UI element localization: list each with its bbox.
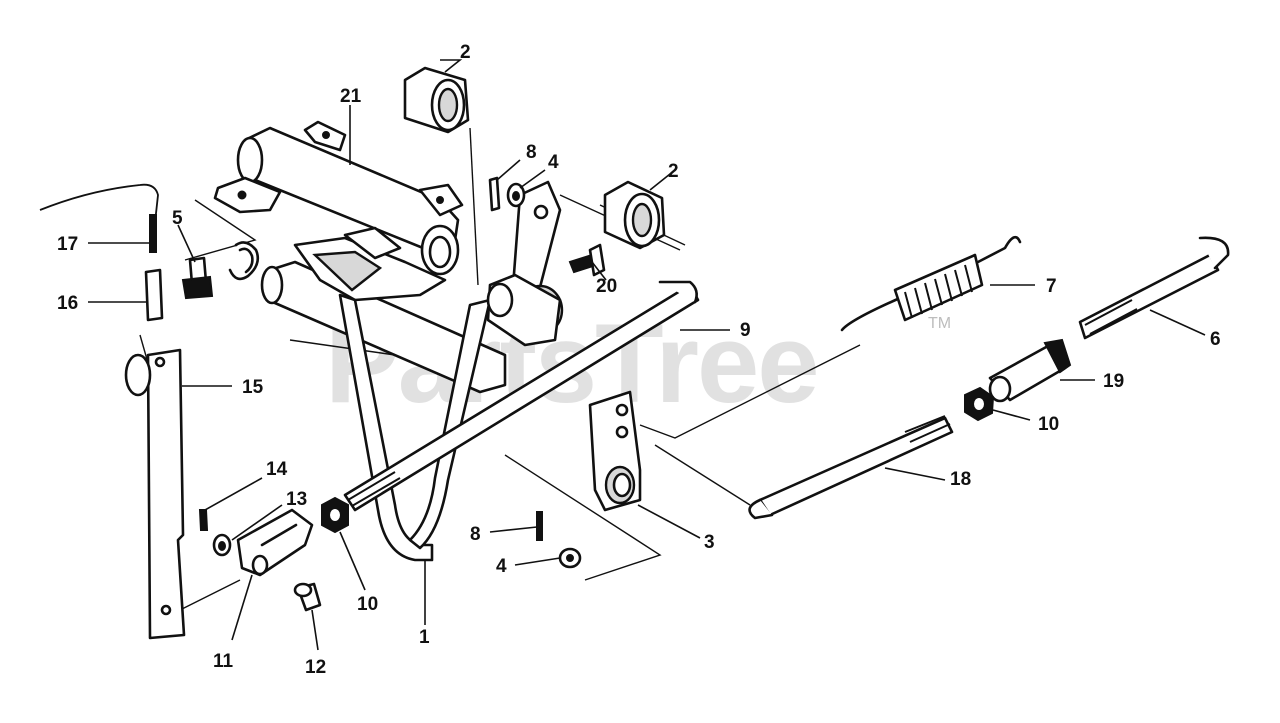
callout-labels: 2 21 8 4 2 5 17 20 7 16 9 6 15 19 10 14 … bbox=[57, 42, 1221, 678]
callout-11: 11 bbox=[213, 651, 234, 672]
part-pin-top bbox=[488, 176, 501, 212]
callout-5: 5 bbox=[172, 208, 183, 229]
part-pedal-bar bbox=[338, 293, 492, 562]
callout-18: 18 bbox=[950, 469, 971, 490]
part-rod-hooked bbox=[1078, 236, 1230, 340]
callout-8-top: 8 bbox=[526, 142, 537, 163]
callout-2-right: 2 bbox=[668, 161, 679, 182]
part-washer-top bbox=[506, 182, 526, 208]
callout-1: 1 bbox=[419, 627, 430, 648]
callout-21: 21 bbox=[340, 86, 362, 107]
part-rod-bent bbox=[748, 415, 954, 520]
callout-6: 6 bbox=[1210, 329, 1221, 350]
part-nut-bottom bbox=[321, 496, 349, 534]
callout-13: 13 bbox=[286, 489, 307, 510]
callout-10-right: 10 bbox=[1038, 414, 1059, 435]
callout-20: 20 bbox=[596, 276, 617, 297]
part-retaining-ring bbox=[228, 241, 260, 281]
callout-3: 3 bbox=[704, 532, 715, 553]
callout-10-bottom: 10 bbox=[357, 594, 378, 615]
callout-12: 12 bbox=[305, 657, 326, 678]
part-cotter-pin bbox=[198, 509, 209, 531]
part-pin-bottom bbox=[536, 511, 543, 541]
part-spring bbox=[840, 235, 1022, 332]
callout-17: 17 bbox=[57, 234, 78, 255]
callout-7: 7 bbox=[1046, 276, 1057, 297]
part-lever bbox=[124, 348, 186, 640]
callout-15: 15 bbox=[242, 377, 264, 398]
callout-19: 19 bbox=[1103, 371, 1124, 392]
callout-14: 14 bbox=[266, 459, 288, 480]
part-cable bbox=[39, 183, 159, 253]
part-frame-tube bbox=[213, 120, 507, 394]
watermark-trademark: TM bbox=[928, 315, 951, 332]
part-washer-13 bbox=[212, 533, 232, 557]
part-clevis bbox=[236, 508, 314, 577]
callout-2-top: 2 bbox=[460, 42, 471, 63]
callout-16: 16 bbox=[57, 293, 78, 314]
part-coupler bbox=[988, 338, 1072, 403]
part-nut-right bbox=[964, 386, 995, 422]
callout-4-top: 4 bbox=[548, 152, 559, 173]
callout-8-bottom: 8 bbox=[470, 524, 481, 545]
part-plate bbox=[588, 390, 642, 512]
part-bolt bbox=[181, 256, 214, 300]
part-pedal-arm bbox=[486, 180, 564, 347]
part-washer-bottom bbox=[558, 547, 582, 569]
part-grease-fitting bbox=[568, 243, 606, 277]
part-bushing-top bbox=[403, 66, 470, 134]
callout-9: 9 bbox=[740, 320, 751, 341]
part-rod-long bbox=[343, 280, 700, 512]
part-sleeve bbox=[144, 268, 164, 322]
callout-4-bottom: 4 bbox=[496, 556, 507, 577]
part-bushing-right bbox=[603, 180, 666, 250]
leader-lines bbox=[88, 59, 1206, 651]
part-clevis-pin bbox=[293, 582, 322, 612]
